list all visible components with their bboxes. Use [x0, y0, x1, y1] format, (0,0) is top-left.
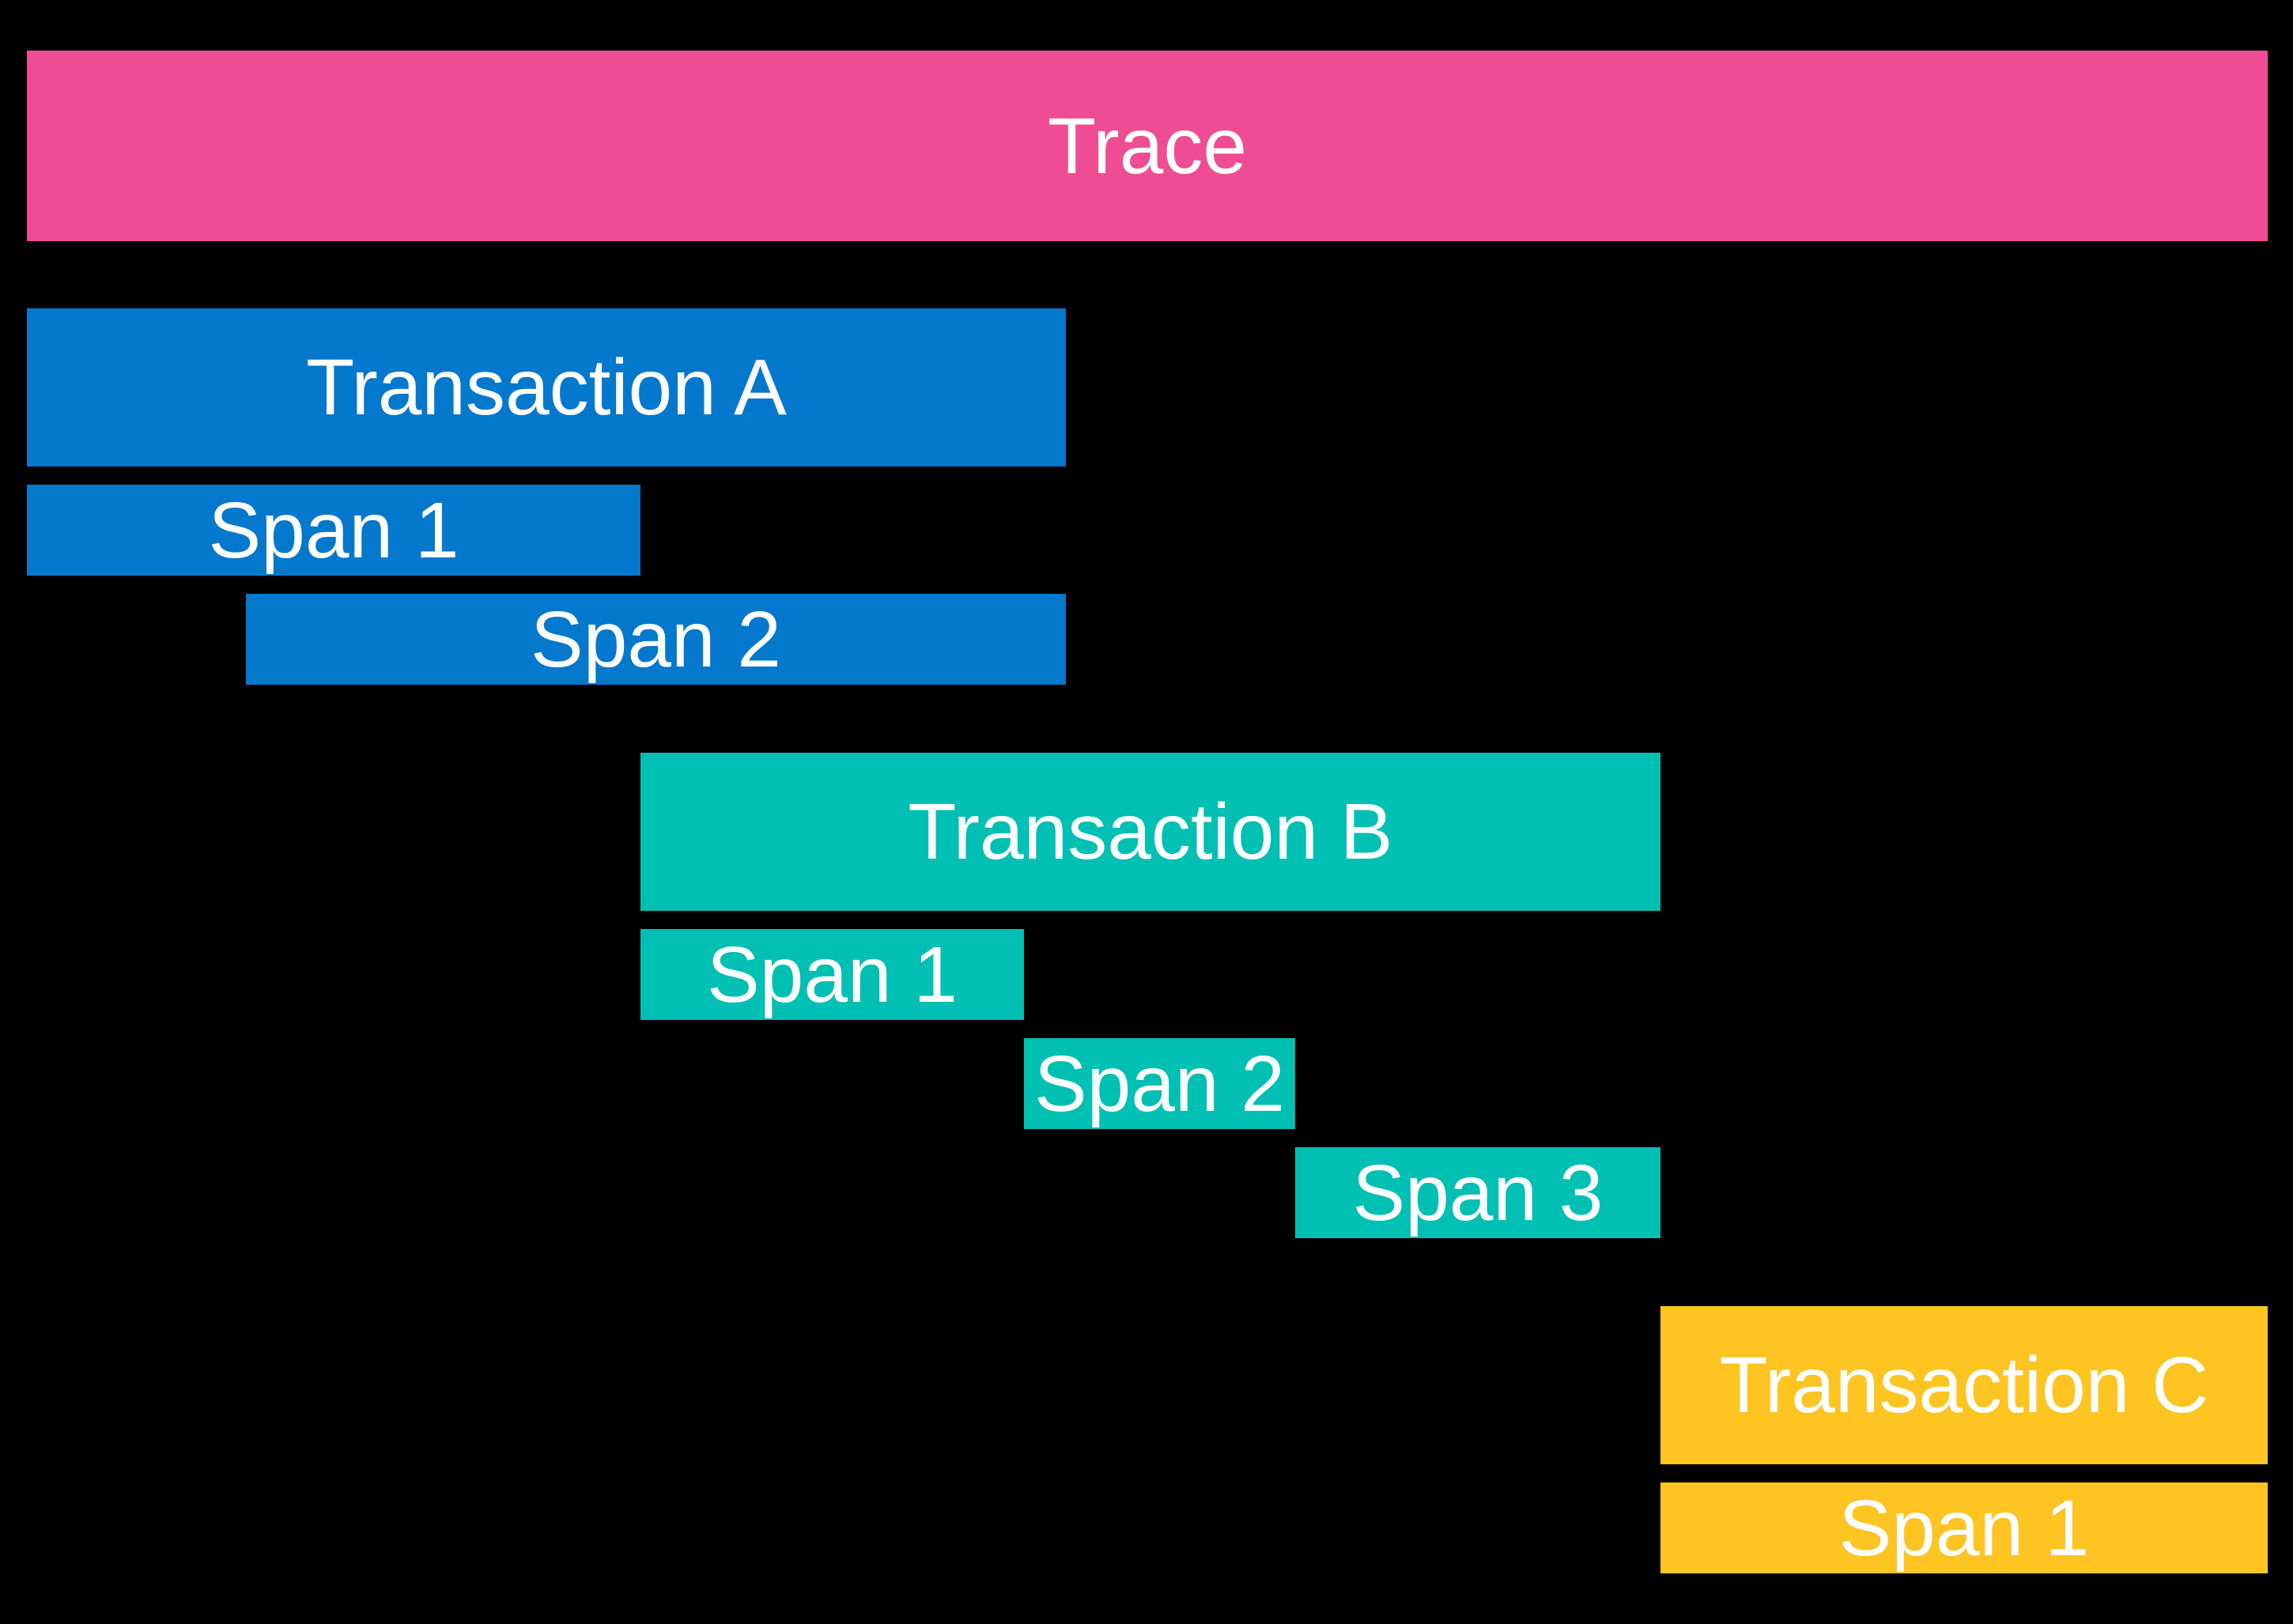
transaction-a-span-2-bar: Span 2: [246, 594, 1066, 685]
transaction-b-span-1-bar: Span 1: [640, 929, 1024, 1020]
transaction-a-bar: Transaction A: [27, 308, 1066, 466]
transaction-b-bar: Transaction B: [640, 753, 1660, 911]
transaction-b-span-2-bar: Span 2: [1024, 1038, 1295, 1129]
trace-bar: Trace: [27, 51, 2268, 241]
transaction-c-span-1-bar: Span 1: [1660, 1482, 2268, 1573]
transaction-b-span-3-bar: Span 3: [1295, 1147, 1660, 1238]
transaction-c-bar: Transaction C: [1660, 1306, 2268, 1464]
transaction-a-span-1-bar: Span 1: [27, 485, 640, 576]
